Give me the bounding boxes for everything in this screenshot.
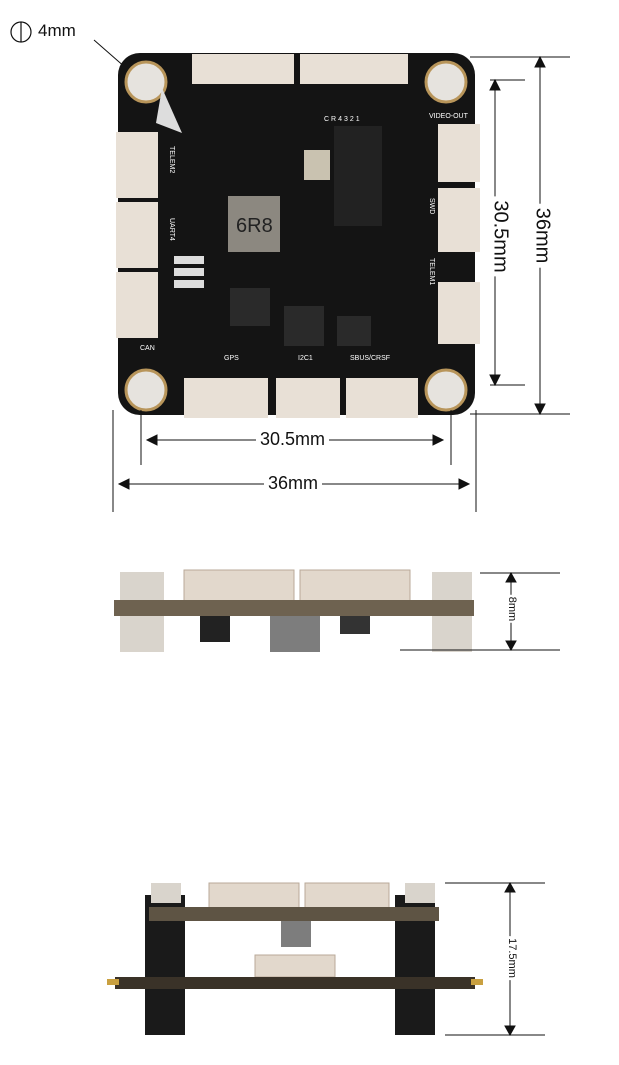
hole-diameter-label: 4mm (38, 21, 76, 40)
connectors (116, 54, 480, 418)
svg-text:SWD: SWD (428, 198, 435, 214)
svg-text:SBUS/CRSF: SBUS/CRSF (350, 355, 390, 362)
svg-text:TELEM2: TELEM2 (168, 146, 175, 173)
stack-side-view (107, 881, 545, 1037)
diameter-icon (10, 21, 127, 69)
svg-text:GPS: GPS (224, 355, 239, 362)
board-height-label: 36mm (530, 203, 554, 268)
svg-text:UART4: UART4 (168, 218, 175, 241)
stack-height-label: 17.5mm (505, 936, 518, 980)
hole-spacing-horizontal-label: 30.5mm (256, 429, 330, 450)
svg-text:CAN: CAN (140, 345, 155, 352)
board-width-label: 36mm (264, 473, 323, 494)
svg-text:I2C1: I2C1 (298, 355, 313, 362)
hole-diameter-callout: 4mm (8, 20, 128, 70)
inductor-label: 6R8 (236, 215, 273, 237)
svg-text:TELEM1: TELEM1 (428, 258, 435, 285)
svg-text:VIDEO-OUT: VIDEO-OUT (429, 113, 469, 120)
thickness-label: 8mm (506, 594, 519, 624)
mount-holes (124, 60, 468, 412)
board-side-view (114, 569, 560, 652)
hole-spacing-vertical-label: 30.5mm (488, 196, 512, 277)
svg-text:CR4321: CR4321 (324, 116, 362, 123)
board-top-view: 6R8 CR4321 VIDEO-OUT GPS I2C1 SBUS/CRSF … (116, 53, 480, 418)
